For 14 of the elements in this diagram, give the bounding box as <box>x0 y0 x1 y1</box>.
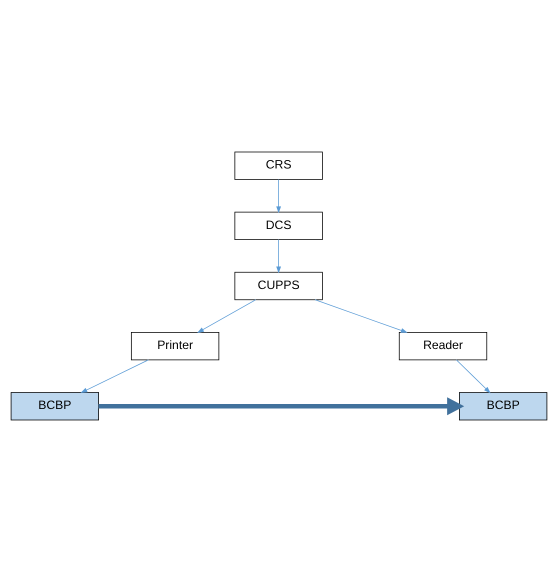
node-box: CUPPS <box>234 271 323 300</box>
node-box: Printer <box>130 332 220 360</box>
arrow <box>456 359 491 393</box>
arrow <box>98 396 464 415</box>
node-box: DCS <box>234 211 323 240</box>
arrow <box>276 178 282 213</box>
arrow <box>197 298 256 332</box>
node-box: BCBP <box>459 392 548 420</box>
arrow <box>276 238 282 273</box>
arrow <box>80 359 149 393</box>
node-box: CRS <box>234 151 323 180</box>
node-box: Reader <box>398 332 488 360</box>
arrow <box>314 298 408 332</box>
node-box: BCBP <box>10 392 99 420</box>
